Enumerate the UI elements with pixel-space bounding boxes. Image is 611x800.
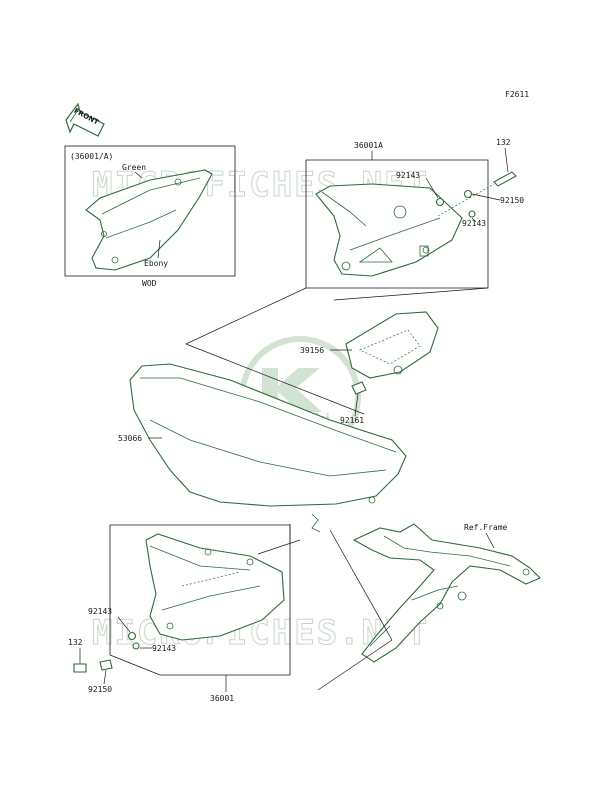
- label-36001A: 36001A: [354, 141, 383, 150]
- label-92150-bot: 92150: [88, 685, 112, 694]
- label-92143-t2: 92143: [462, 219, 486, 228]
- label-132-bot: 132: [68, 638, 83, 647]
- label-ref-frame: Ref.Frame: [464, 523, 508, 532]
- inset-box: (36001/A) Green Ebony WOD: [64, 145, 236, 288]
- label-36001: 36001: [210, 694, 234, 703]
- heat-guard-part: 39156 92161: [300, 311, 439, 425]
- label-92143-t1: 92143: [396, 171, 420, 180]
- inset-title: (36001/A): [70, 152, 113, 161]
- label-92143-b1: 92143: [88, 607, 112, 616]
- inset-color-ebony: Ebony: [144, 259, 168, 268]
- figure-id: F2611: [505, 90, 529, 99]
- front-arrow-icon: FRONT: [65, 102, 105, 137]
- label-92143-b2: 92143: [152, 644, 176, 653]
- label-132-top: 132: [496, 138, 511, 147]
- inset-color-green: Green: [122, 163, 146, 172]
- top-cover-group: 36001A 132 92143 92150 92143: [305, 138, 524, 289]
- label-92150-top: 92150: [500, 196, 524, 205]
- label-39156: 39156: [300, 346, 324, 355]
- seat-part: 53066: [118, 363, 407, 533]
- label-92161: 92161: [340, 416, 364, 425]
- inset-variant: WOD: [142, 279, 157, 288]
- label-53066: 53066: [118, 434, 142, 443]
- rear-frame-part: Ref.Frame: [352, 523, 541, 663]
- bottom-cover-group: 92143 132 92143 92150 36001: [68, 524, 291, 703]
